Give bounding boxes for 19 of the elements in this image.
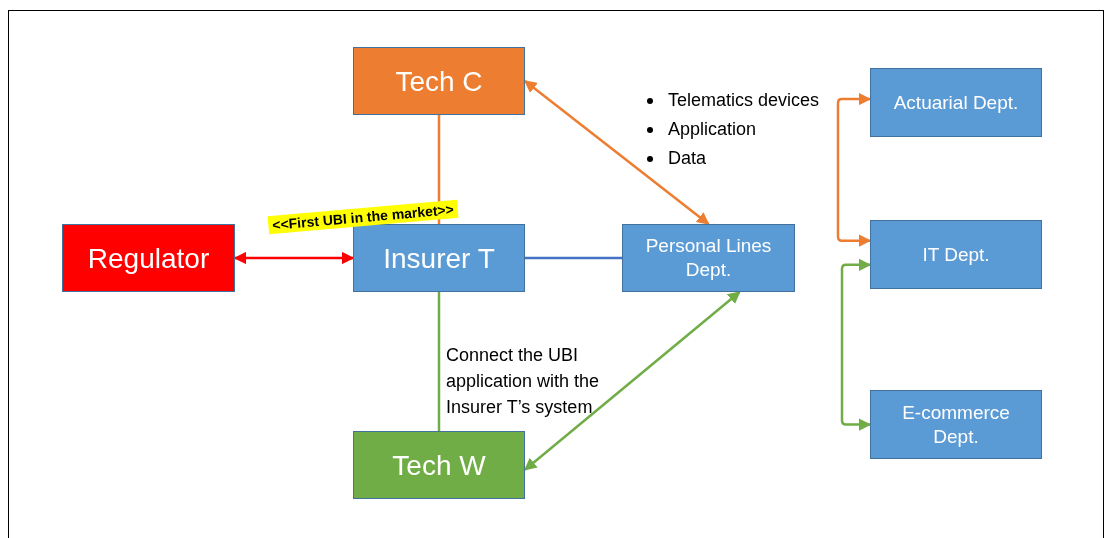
connector-line [437, 292, 441, 431]
process-box: Tech W [353, 431, 525, 499]
process-box: Actuarial Dept. [870, 68, 1042, 137]
arrow [233, 251, 355, 265]
bullet-item: Telematics devices [668, 90, 820, 111]
bullet-item: Application [668, 119, 757, 140]
bullet-item: Data [668, 148, 707, 169]
process-box: E-commerce Dept. [870, 390, 1042, 459]
note-text: Connect the UBI application with the Insurer T’s system [446, 344, 601, 420]
arrow [840, 258, 872, 431]
process-box: Tech C [353, 47, 525, 115]
arrow [524, 80, 710, 225]
process-box: IT Dept. [870, 220, 1042, 289]
process-box: Regulator [62, 224, 235, 292]
arrow [836, 92, 872, 247]
process-box: Personal Lines Dept. [622, 224, 795, 292]
connector-line [525, 256, 622, 260]
process-box: Insurer T [353, 224, 525, 292]
arrow [524, 291, 741, 471]
